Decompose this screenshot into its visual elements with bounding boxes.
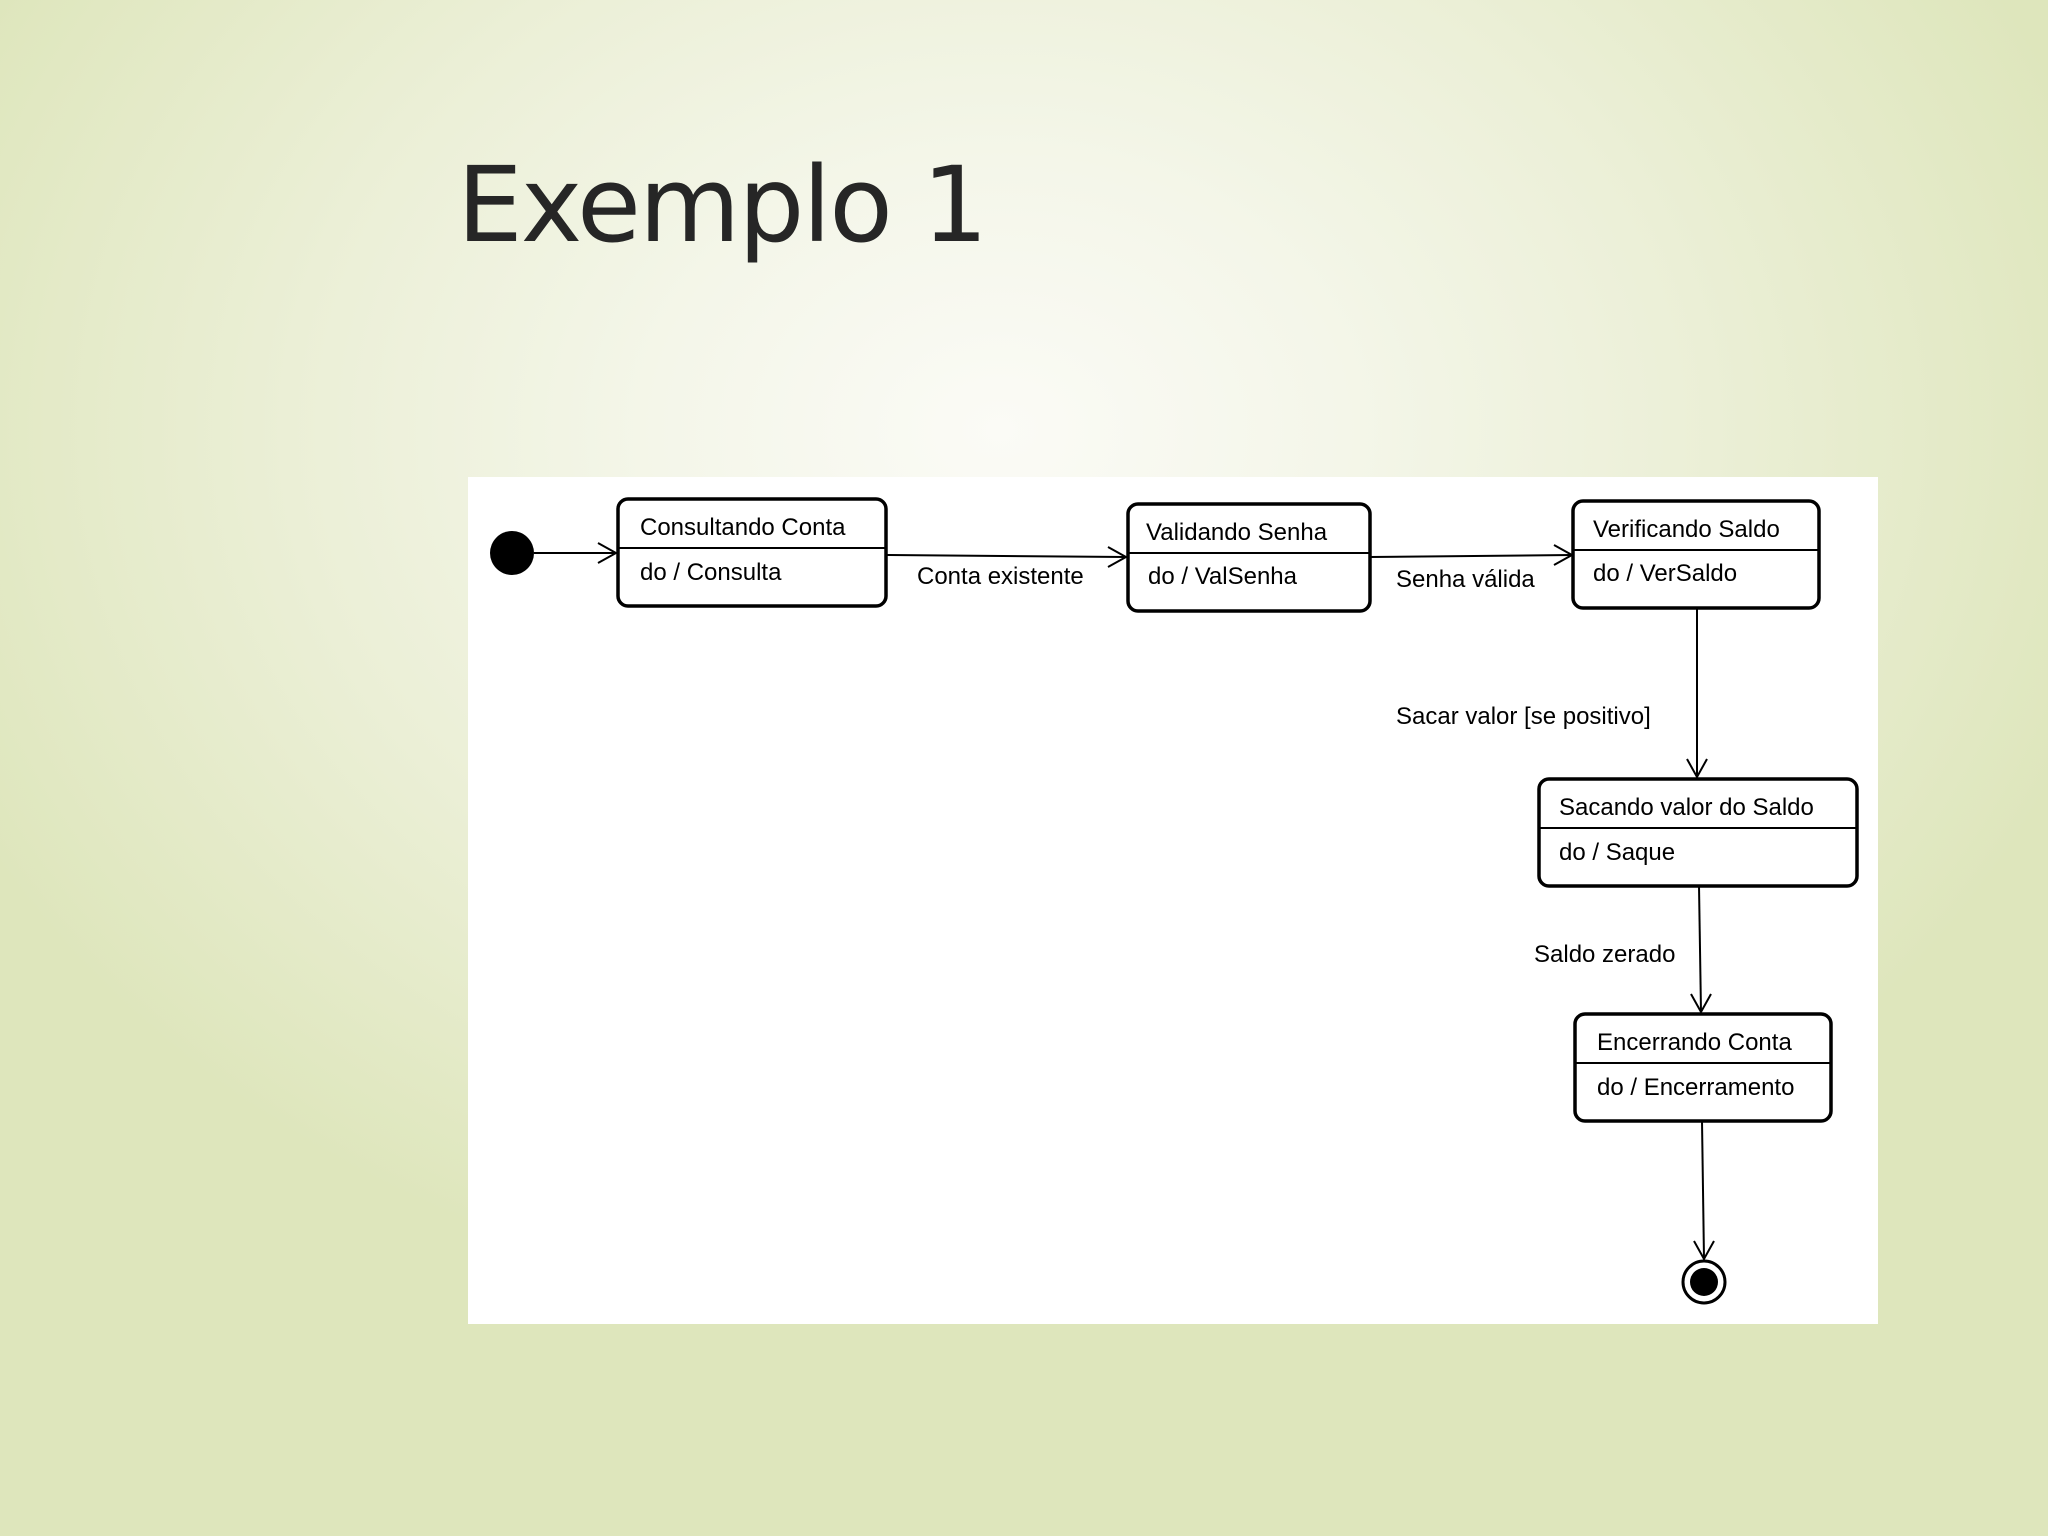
state-activity: do / VerSaldo (1593, 560, 1737, 587)
slide-title: Exemplo 1 (457, 144, 988, 266)
transition-senha-valida: Senha válida (1369, 544, 1575, 593)
state-activity: do / ValSenha (1148, 563, 1298, 590)
transition-label: Sacar valor [se positivo] (1396, 703, 1651, 730)
transition-saldo-zerado: Saldo zerado (1534, 885, 1712, 1015)
state-activity: do / Saque (1559, 839, 1675, 866)
transition-label: Senha válida (1396, 566, 1535, 593)
state-name: Consultando Conta (640, 514, 846, 541)
transition-label: Saldo zerado (1534, 941, 1675, 968)
state-diagram: Consultando Conta do / Consulta Conta ex… (468, 477, 1878, 1324)
state-consultando-conta: Consultando Conta do / Consulta (616, 497, 888, 608)
transition-conta-existente: Conta existente (885, 546, 1129, 590)
state-activity: do / Encerramento (1597, 1074, 1794, 1101)
state-name: Encerrando Conta (1597, 1029, 1792, 1056)
state-encerrando-conta: Encerrando Conta do / Encerramento (1573, 1012, 1833, 1123)
initial-state (490, 531, 534, 575)
state-validando-senha: Validando Senha do / ValSenha (1126, 502, 1372, 613)
state-name: Verificando Saldo (1593, 516, 1780, 543)
state-name: Sacando valor do Saldo (1559, 794, 1814, 821)
final-state (1681, 1259, 1727, 1305)
state-verificando-saldo: Verificando Saldo do / VerSaldo (1571, 499, 1821, 610)
transition-label: Conta existente (917, 563, 1084, 590)
transition-initial-to-consultando (534, 542, 619, 564)
state-sacando-valor: Sacando valor do Saldo do / Saque (1537, 777, 1859, 888)
transition-sacar-valor: Sacar valor [se positivo] (1396, 608, 1708, 780)
transition-to-final (1693, 1120, 1715, 1262)
state-name: Validando Senha (1146, 519, 1328, 546)
state-activity: do / Consulta (640, 559, 782, 586)
